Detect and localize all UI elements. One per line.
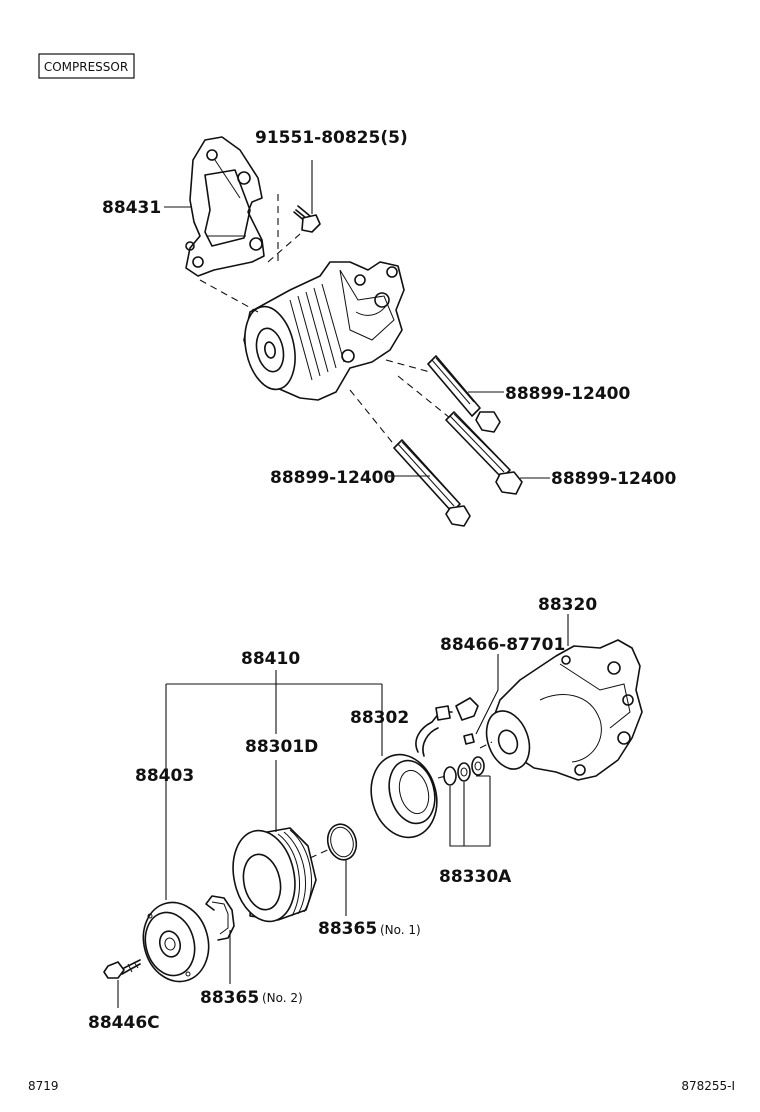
bracket-drawing bbox=[185, 136, 265, 277]
switch-drawing bbox=[415, 697, 479, 757]
coil-drawing bbox=[370, 753, 438, 839]
bracket-bolt-drawing bbox=[293, 160, 321, 233]
footer-right: 878255-I bbox=[681, 1079, 735, 1093]
coil-label: 88302 bbox=[350, 708, 409, 728]
snap-ring-2-drawing bbox=[205, 895, 235, 941]
snap-ring-1-drawing bbox=[326, 823, 358, 861]
footer-left: 8719 bbox=[28, 1079, 59, 1093]
shims-label: 88330A bbox=[439, 867, 512, 887]
hub-bolt-label: 88446C bbox=[88, 1013, 160, 1033]
long-bolt-b bbox=[445, 411, 523, 495]
snap-ring-1-note: (No. 1) bbox=[380, 923, 421, 937]
long-bolt-a bbox=[427, 355, 501, 433]
long-bolt-c bbox=[393, 439, 471, 527]
section-title: COMPRESSOR bbox=[44, 60, 128, 74]
hub-bolt-drawing bbox=[103, 959, 141, 979]
switch-label: 88466-87701 bbox=[440, 635, 565, 655]
compressor-lower-drawing bbox=[485, 639, 643, 781]
shims-drawing bbox=[443, 756, 485, 786]
clutch-assy-bracket bbox=[165, 670, 383, 900]
bolt-a-label: 88899-12400 bbox=[505, 384, 631, 404]
pulley-drawing bbox=[232, 827, 317, 923]
snap-ring-1-label: 88365 bbox=[318, 919, 377, 939]
upper-dashed-lines bbox=[199, 194, 451, 453]
bolt-c-label: 88899-12400 bbox=[270, 468, 396, 488]
compressor-upper-drawing bbox=[243, 261, 405, 401]
lower-dashed-lines bbox=[309, 741, 493, 859]
switch-leader bbox=[475, 654, 499, 735]
bolt-b-label: 88899-12400 bbox=[551, 469, 677, 489]
pulley-label: 88301D bbox=[245, 737, 318, 757]
shims-bracket bbox=[449, 775, 491, 847]
section-header: COMPRESSOR bbox=[38, 53, 135, 79]
bracket-bolt-label: 91551-80825(5) bbox=[255, 128, 408, 148]
snap-ring-2-label: 88365 bbox=[200, 988, 259, 1008]
clutch-assy-label: 88410 bbox=[241, 649, 300, 669]
snap-ring-2-note: (No. 2) bbox=[262, 991, 303, 1005]
hub-label: 88403 bbox=[135, 766, 194, 786]
compressor-label: 88320 bbox=[538, 595, 597, 615]
hub-drawing bbox=[142, 901, 210, 983]
bracket-label: 88431 bbox=[102, 198, 161, 218]
